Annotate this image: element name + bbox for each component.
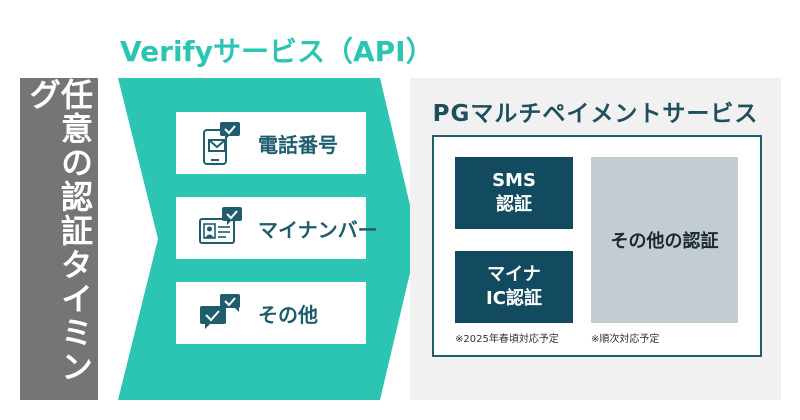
sms-auth-line1: SMS (492, 169, 536, 191)
myna-schedule-note: ※2025年春頃対応予定 (455, 334, 559, 345)
verify-item-label: その他 (258, 302, 318, 327)
verify-item-other: その他 (176, 282, 366, 344)
verify-title: Verifyサービス（API） (120, 35, 434, 68)
sms-auth-box: SMS 認証 (455, 157, 573, 229)
timing-label: 任意の認証タイミング (24, 78, 94, 384)
other-auth-box: その他の認証 (591, 157, 738, 323)
sms-auth-line2: 認証 (496, 194, 532, 215)
verify-item-label: 電話番号 (258, 132, 338, 157)
id-card-icon (199, 207, 242, 244)
verify-item-phone: 電話番号 (176, 112, 366, 174)
myna-auth-line2: IC認証 (486, 288, 542, 309)
pg-title: PGマルチペイメントサービス (432, 101, 759, 127)
other-auth-label: その他の認証 (610, 231, 719, 252)
verify-item-label: マイナンバー (258, 217, 378, 242)
myna-ic-auth-box: マイナ IC認証 (455, 251, 573, 323)
verify-item-mynumber: マイナンバー (176, 197, 378, 259)
myna-auth-line1: マイナ (487, 263, 541, 285)
other-schedule-note: ※順次対応予定 (591, 334, 660, 345)
phone-message-icon (203, 122, 240, 165)
chat-bubbles-icon (200, 294, 240, 329)
timing-bar: 任意の認証タイミング (20, 78, 98, 400)
